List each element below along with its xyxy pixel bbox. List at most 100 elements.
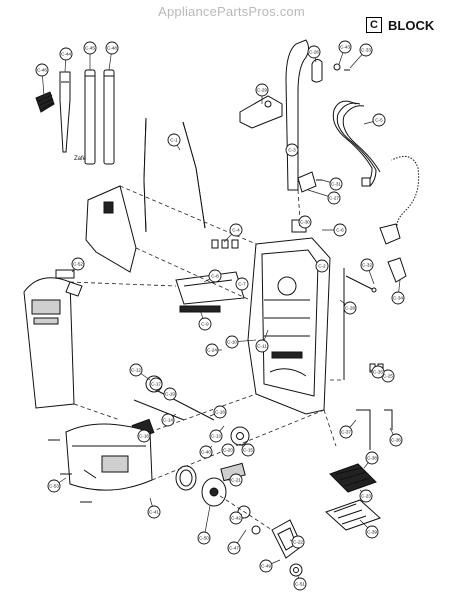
power-cord bbox=[332, 100, 381, 187]
callout-text: C-14 bbox=[163, 418, 173, 423]
wand-tube-1 bbox=[84, 69, 96, 165]
callout-c-29: C-29 bbox=[255, 83, 269, 97]
end-cap bbox=[289, 563, 303, 577]
callout-bubble bbox=[365, 525, 379, 539]
callout-c-47: C-47 bbox=[227, 541, 241, 555]
callout-text: C-10 bbox=[227, 340, 237, 345]
callout-bubble bbox=[225, 335, 239, 349]
callout-bubble bbox=[255, 83, 269, 97]
callout-text: C-2 bbox=[318, 264, 326, 269]
callout-text: C-24 bbox=[207, 348, 217, 353]
base-screws bbox=[48, 439, 92, 503]
callout-bubble bbox=[167, 133, 181, 147]
handle-tube bbox=[285, 39, 310, 191]
agitator-brush bbox=[133, 399, 185, 421]
callout-text: C-21 bbox=[231, 478, 241, 483]
callout-bubble bbox=[205, 343, 219, 357]
callout-c-38: C-38 bbox=[365, 451, 379, 465]
fastener-set bbox=[211, 239, 239, 249]
callout-bubble bbox=[129, 363, 143, 377]
callout-text: C-13 bbox=[211, 434, 221, 439]
callout-bubble bbox=[59, 47, 73, 61]
callout-text: C-23 bbox=[361, 494, 371, 499]
callout-bubble bbox=[241, 443, 255, 457]
callout-bubble bbox=[359, 43, 373, 57]
wand-tube-2 bbox=[103, 69, 115, 165]
callout-c-19: C-19 bbox=[163, 387, 177, 401]
callout-text: C-32 bbox=[362, 263, 372, 268]
callout-bubble bbox=[360, 258, 374, 272]
callout-text: C-40 bbox=[201, 450, 211, 455]
callout-c-13: C-13 bbox=[209, 429, 223, 443]
callout-bubble bbox=[229, 223, 243, 237]
callout-bubble bbox=[161, 413, 175, 427]
callout-c-35: C-35 bbox=[371, 365, 385, 379]
callout-text: C-34 bbox=[393, 296, 403, 301]
callout-c-34: C-34 bbox=[391, 291, 405, 305]
callout-c-9: C-9 bbox=[198, 317, 212, 331]
callout-c-1: C-1 bbox=[167, 133, 181, 147]
callout-bubble bbox=[339, 425, 353, 439]
callout-bubble bbox=[221, 443, 235, 457]
callout-bubble bbox=[291, 535, 305, 549]
callout-c-41: C-41 bbox=[147, 505, 161, 519]
callout-bubble bbox=[285, 143, 299, 157]
callout-text: C-28 bbox=[345, 306, 355, 311]
callout-c-36: C-36 bbox=[389, 433, 403, 447]
cover-latch bbox=[55, 269, 83, 297]
block-title: C BLOCK bbox=[366, 17, 434, 33]
callout-bubble bbox=[235, 277, 249, 291]
callout-text: C-31 bbox=[331, 182, 341, 187]
callout-bubble bbox=[389, 433, 403, 447]
callout-text: C-16 bbox=[215, 410, 225, 415]
callout-text: C-29 bbox=[257, 88, 267, 93]
watermark: AppliancePartsPros.com bbox=[158, 4, 305, 19]
callout-c-49: C-49 bbox=[259, 559, 273, 573]
callout-bubble bbox=[149, 377, 163, 391]
callout-bubble bbox=[163, 387, 177, 401]
hex-wrench-long bbox=[356, 409, 371, 450]
assembly-paths bbox=[69, 185, 344, 531]
callout-text: C-7 bbox=[238, 282, 246, 287]
callout-text: C-53 bbox=[49, 484, 59, 489]
callout-c-18: C-18 bbox=[137, 429, 151, 443]
bumper-strip-right bbox=[182, 121, 206, 229]
callout-c-42: C-42 bbox=[229, 511, 243, 525]
callout-text: C-17 bbox=[151, 382, 161, 387]
callout-bubble bbox=[359, 489, 373, 503]
callout-c-45: C-45 bbox=[83, 41, 97, 55]
note-label: Zafe bbox=[74, 156, 87, 162]
callout-text: C-15 bbox=[243, 448, 253, 453]
callout-text: C-9 bbox=[201, 322, 209, 327]
callout-c-12: C-12 bbox=[129, 363, 143, 377]
callout-text: C-20 bbox=[223, 448, 233, 453]
callout-c-15: C-15 bbox=[241, 443, 255, 457]
callout-bubble bbox=[229, 473, 243, 487]
block-label: BLOCK bbox=[388, 17, 435, 33]
callout-c-31: C-31 bbox=[329, 177, 343, 191]
callout-c-4: C-4 bbox=[229, 223, 243, 237]
bumper-strip-left bbox=[143, 117, 147, 233]
callout-c-21: C-21 bbox=[229, 473, 243, 487]
cord-hook-small bbox=[311, 58, 323, 83]
upholstery-brush bbox=[35, 91, 55, 113]
callout-c-32: C-32 bbox=[360, 258, 374, 272]
callout-c-26: C-26 bbox=[307, 45, 321, 59]
filter-frame bbox=[325, 499, 381, 531]
callout-c-16: C-16 bbox=[213, 405, 227, 419]
callout-text: C-1 bbox=[170, 138, 178, 143]
callout-c-48: C-48 bbox=[105, 41, 119, 55]
callout-bubble bbox=[71, 257, 85, 271]
callout-text: C-45 bbox=[85, 46, 95, 51]
screw-top bbox=[333, 63, 350, 71]
callout-bubble bbox=[315, 259, 329, 273]
callout-text: C-48 bbox=[107, 46, 117, 51]
callout-text: C-43 bbox=[340, 45, 350, 50]
hex-wrench-short bbox=[384, 409, 393, 430]
callout-text: C-5 bbox=[375, 118, 383, 123]
callout-bubble bbox=[199, 445, 213, 459]
wheel-right bbox=[230, 426, 250, 446]
callout-c-3: C-3 bbox=[285, 143, 299, 157]
callout-bubble bbox=[371, 365, 385, 379]
